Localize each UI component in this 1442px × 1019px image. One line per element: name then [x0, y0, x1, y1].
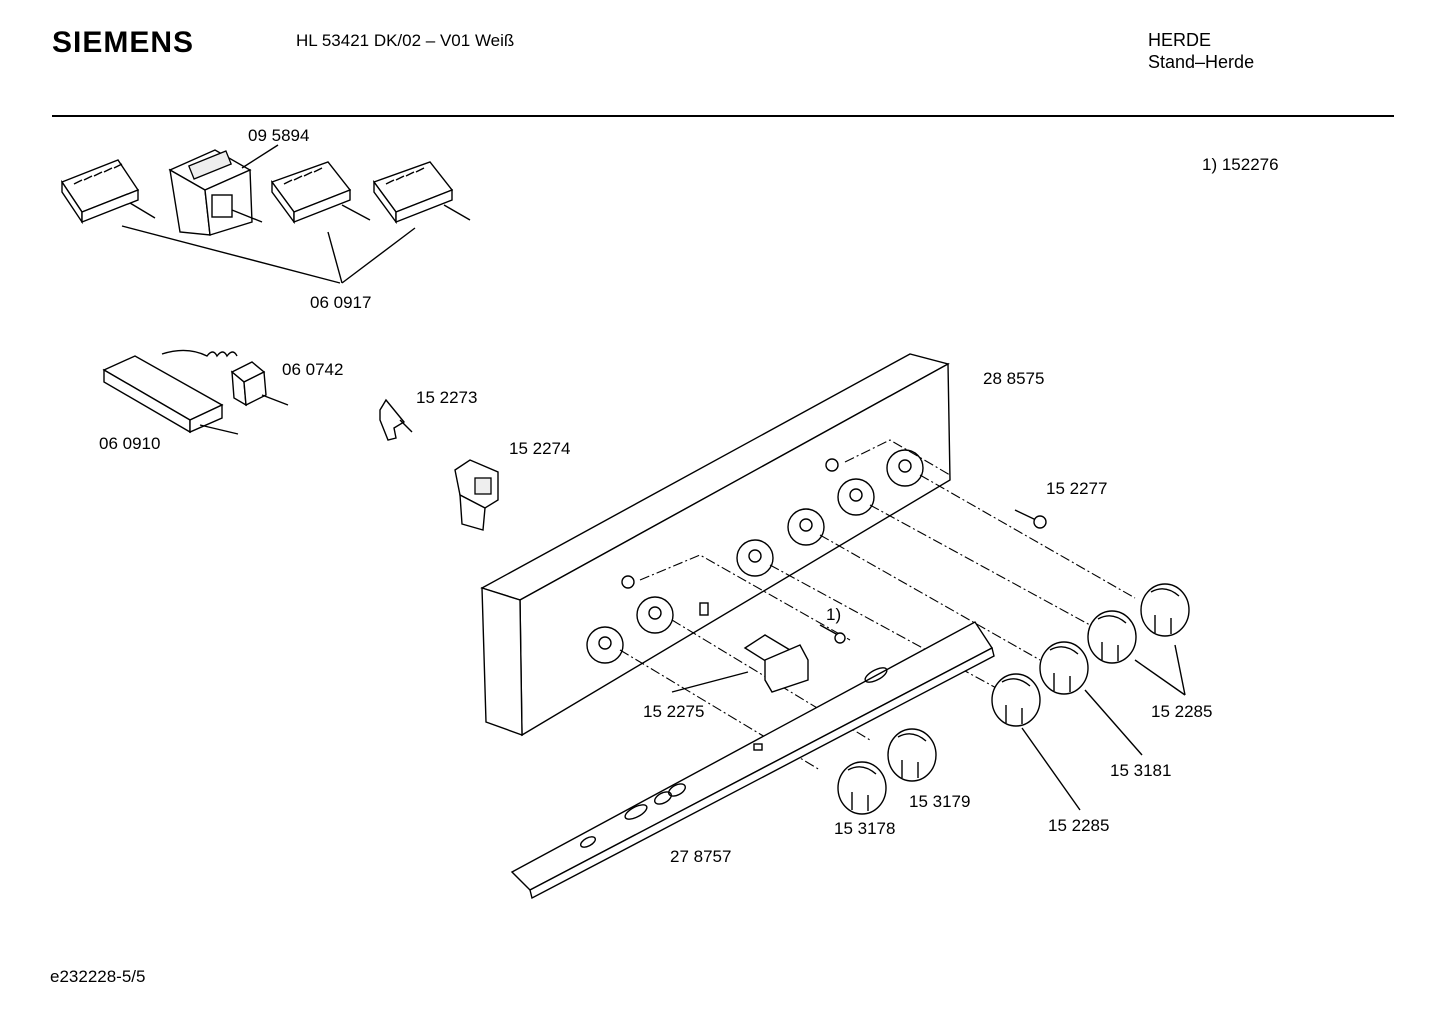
- thermostat-icon: [230, 361, 289, 407]
- switch-2-icon: [168, 149, 263, 236]
- part-label: 15 2274: [509, 439, 571, 458]
- part-label: 15 2273: [416, 388, 478, 407]
- knob-1-icon: [837, 761, 887, 815]
- heater-element-icon: [102, 349, 239, 435]
- part-label: 15 3179: [909, 792, 971, 811]
- control-panel-icon: [480, 353, 951, 737]
- header-rule: [52, 115, 1394, 117]
- part-label: 15 2285: [1151, 702, 1213, 721]
- clip-icon: [379, 398, 413, 441]
- knob-4-icon: [1039, 641, 1089, 695]
- knob-3-icon: [991, 673, 1041, 727]
- switch-3-icon: [270, 161, 371, 225]
- knob-6-icon: [1140, 583, 1190, 637]
- part-label: 15 3181: [1110, 761, 1172, 780]
- trim-strip-icon: [510, 621, 995, 900]
- part-label: 15 2285: [1048, 816, 1110, 835]
- screw-2-icon: [1014, 509, 1047, 529]
- subcategory-label: Stand–Herde: [1148, 52, 1255, 72]
- footnote-marker: 1): [826, 605, 842, 624]
- part-label: 06 0742: [282, 360, 344, 379]
- part-label: 06 0910: [99, 434, 161, 453]
- page-reference: e232228-5/5: [50, 967, 146, 986]
- brand-logo: SIEMENS: [52, 26, 195, 59]
- part-label: 09 5894: [248, 126, 310, 145]
- part-label: 15 2277: [1046, 479, 1108, 498]
- part-label: 06 0917: [310, 293, 372, 312]
- switch-4-icon: [372, 161, 471, 225]
- knob-5-icon: [1087, 610, 1137, 664]
- part-label: 27 8757: [670, 847, 732, 866]
- rocker-switch-icon: [743, 634, 809, 693]
- part-label: 15 2275: [643, 702, 705, 721]
- part-label: 15 3178: [834, 819, 896, 838]
- knob-2-icon: [887, 728, 937, 782]
- switch-1-icon: [60, 159, 156, 225]
- screw-1-icon: [819, 624, 846, 644]
- category-label: HERDE: [1148, 30, 1212, 50]
- lamp-holder-icon: [454, 459, 499, 531]
- footnote: 1) 152276: [1202, 155, 1279, 174]
- part-label: 28 8575: [983, 369, 1045, 388]
- model-title: HL 53421 DK/02 – V01 Weiß: [296, 31, 515, 50]
